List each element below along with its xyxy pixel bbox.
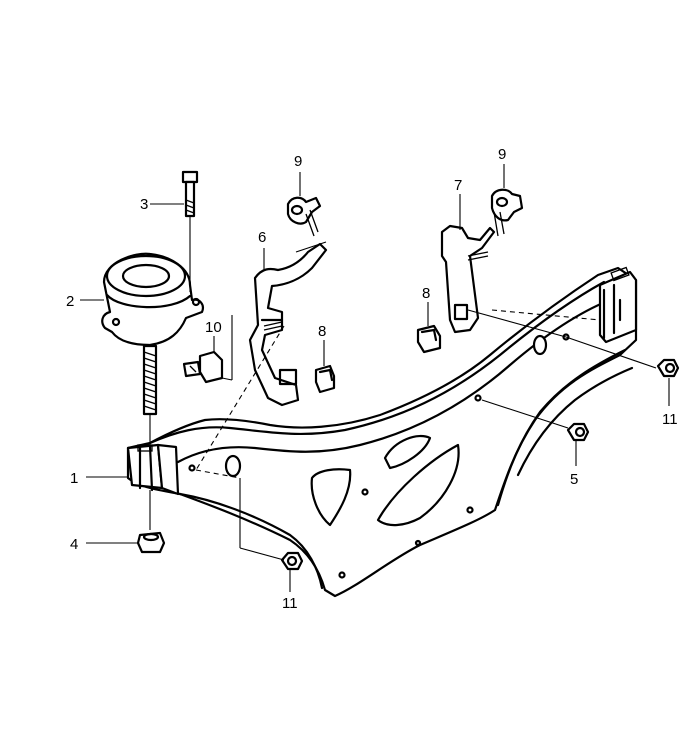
callout-2: 2: [66, 293, 74, 310]
bracket-7-part: [440, 224, 496, 334]
clip-8-right-part: [416, 324, 442, 354]
bracket-6-part: [248, 241, 328, 407]
leader-lines: [80, 164, 670, 592]
clip-10-part: [182, 350, 224, 384]
callout-9-right: 9: [498, 146, 506, 163]
nut-5-part: [481, 399, 590, 442]
callout-5: 5: [570, 471, 578, 488]
nut-11-left-part: [280, 551, 304, 571]
callout-8-left: 8: [318, 323, 326, 340]
callout-3: 3: [140, 196, 148, 213]
callout-7: 7: [454, 177, 462, 194]
clip-8-left-part: [314, 364, 336, 394]
callout-10: 10: [205, 319, 222, 336]
nut-11-right-part: [656, 358, 680, 378]
callout-6: 6: [258, 229, 266, 246]
callout-4: 4: [70, 536, 78, 553]
bolt-part: [181, 170, 199, 292]
callouts: 1 2 3 4 5 6 7 8 8 9 9 10 11 11: [66, 146, 678, 612]
callout-9-left: 9: [294, 153, 302, 170]
callout-11-right: 11: [662, 411, 678, 428]
callout-8-right: 8: [422, 285, 430, 302]
callout-1: 1: [70, 470, 78, 487]
engine-mount-part: [101, 252, 204, 446]
crossmember-part: [126, 266, 638, 598]
clip-9-right-part: [490, 188, 524, 237]
clip-9-left-part: [286, 196, 322, 237]
callout-11-left: 11: [282, 595, 298, 612]
nut-part: [136, 500, 166, 554]
